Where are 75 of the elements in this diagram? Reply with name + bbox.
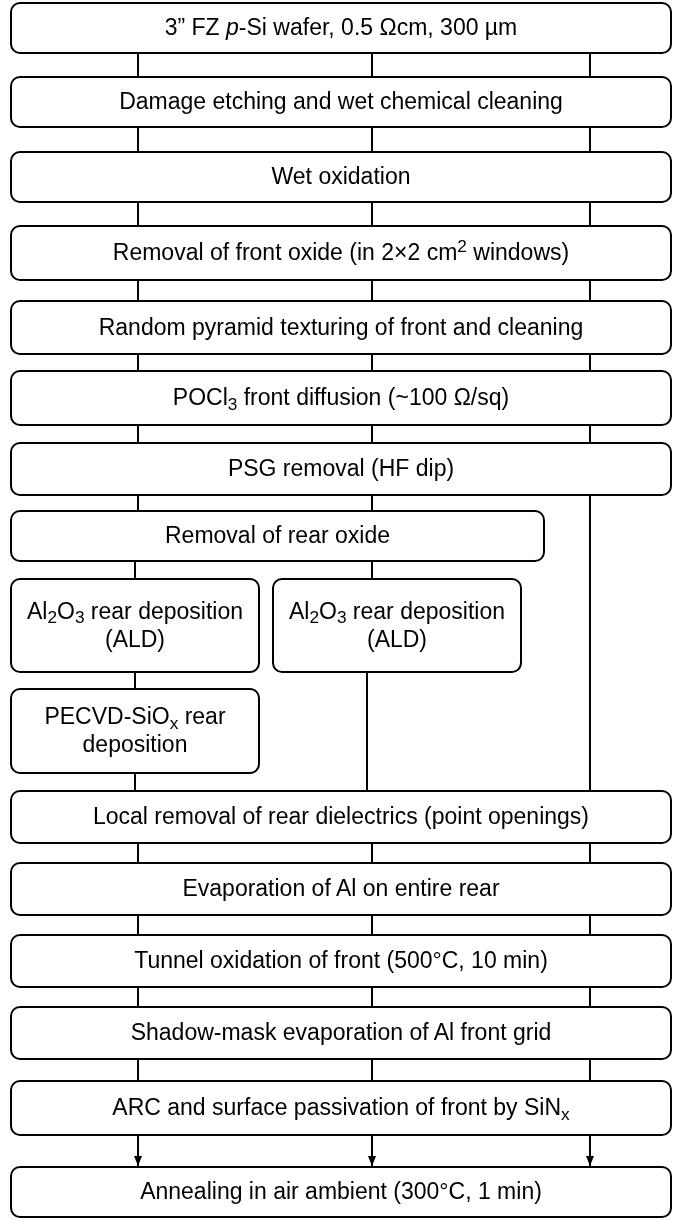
process-box	[10, 934, 672, 988]
connector-line	[589, 202, 591, 226]
connector-line	[137, 53, 139, 77]
step-text: Annealing in air ambient (300°C, 1 min)	[140, 1178, 542, 1206]
connector-line	[589, 843, 591, 863]
connector-line	[589, 354, 591, 371]
connector-line	[137, 915, 139, 935]
connector-line	[137, 202, 139, 226]
connector-line	[371, 561, 373, 579]
connector-line	[371, 915, 373, 935]
connector-line	[371, 987, 373, 1007]
step-text: Wet oxidation	[271, 163, 411, 191]
process-box	[10, 578, 260, 673]
step-text: Local removal of rear dielectrics (point openings)	[93, 803, 589, 831]
connector-line	[589, 425, 591, 443]
step-text: Removal of rear oxide	[165, 522, 390, 550]
connector-line	[589, 1059, 591, 1081]
connector-line	[589, 127, 591, 152]
step-text: Al$_{2}$O$_{3}$ rear deposition (ALD)	[25, 597, 245, 654]
connector-line	[589, 280, 591, 301]
process-box	[10, 151, 672, 203]
connector-line	[589, 53, 591, 77]
process-box	[10, 1166, 672, 1218]
step-text: Evaporation of Al on entire rear	[182, 875, 500, 903]
connector-line	[137, 127, 139, 152]
process-box	[10, 370, 672, 426]
connector-line	[371, 202, 373, 226]
connector-line	[134, 672, 136, 689]
connector-line	[371, 425, 373, 443]
connector-line	[371, 354, 373, 371]
step-text: ARC and surface passivation of front by SiN$_{x}$	[112, 1094, 570, 1122]
connector-line	[589, 915, 591, 935]
process-box	[10, 510, 545, 562]
arrow	[586, 1135, 594, 1167]
connector-line	[137, 354, 139, 371]
connector-line	[137, 987, 139, 1007]
process-box	[10, 862, 672, 916]
process-box	[10, 2, 672, 54]
step-text: Random pyramid texturing of front and cleaning	[98, 313, 584, 342]
connector-line	[371, 280, 373, 301]
step-text: Removal of front oxide (in 2×2 cm$^{2}$ windows)	[112, 239, 570, 267]
connector-line	[137, 843, 139, 863]
step-text: PECVD-SiO$_{x}$ rear deposition	[43, 703, 227, 759]
process-box	[10, 1080, 672, 1136]
process-box	[10, 76, 672, 128]
arrow	[134, 1135, 142, 1167]
connector-line	[589, 987, 591, 1007]
process-box	[10, 790, 672, 844]
connector-line	[371, 843, 373, 863]
process-box	[10, 225, 672, 281]
connector-line	[371, 53, 373, 77]
connector-line	[366, 672, 368, 791]
process-box	[10, 300, 672, 355]
step-text: Tunnel oxidation of front (500°C, 10 min)	[134, 947, 548, 975]
arrow	[368, 1135, 376, 1167]
connector-line	[371, 1059, 373, 1081]
process-box	[10, 688, 260, 774]
connector-line	[371, 495, 373, 511]
connector-line	[137, 1059, 139, 1081]
connector-line	[589, 495, 591, 791]
connector-line	[371, 127, 373, 152]
step-text: Al$_{2}$O$_{3}$ rear deposition (ALD)	[287, 597, 507, 654]
step-text: Shadow-mask evaporation of Al front grid	[130, 1019, 552, 1047]
connector-line	[134, 561, 136, 579]
connector-line	[134, 773, 136, 791]
connector-line	[137, 425, 139, 443]
step-text: POCl$_{3}$ front diffusion (~100 Ω/sq)	[172, 384, 510, 412]
connector-line	[137, 280, 139, 301]
process-box	[10, 1006, 672, 1060]
step-text: PSG removal (HF dip)	[227, 455, 455, 483]
connector-line	[137, 495, 139, 511]
step-text: 3” FZ p-Si wafer, 0.5 Ωcm, 300 µm	[164, 14, 518, 42]
process-box	[10, 442, 672, 496]
step-text: Damage etching and wet chemical cleaning	[119, 88, 563, 116]
process-box	[272, 578, 522, 673]
